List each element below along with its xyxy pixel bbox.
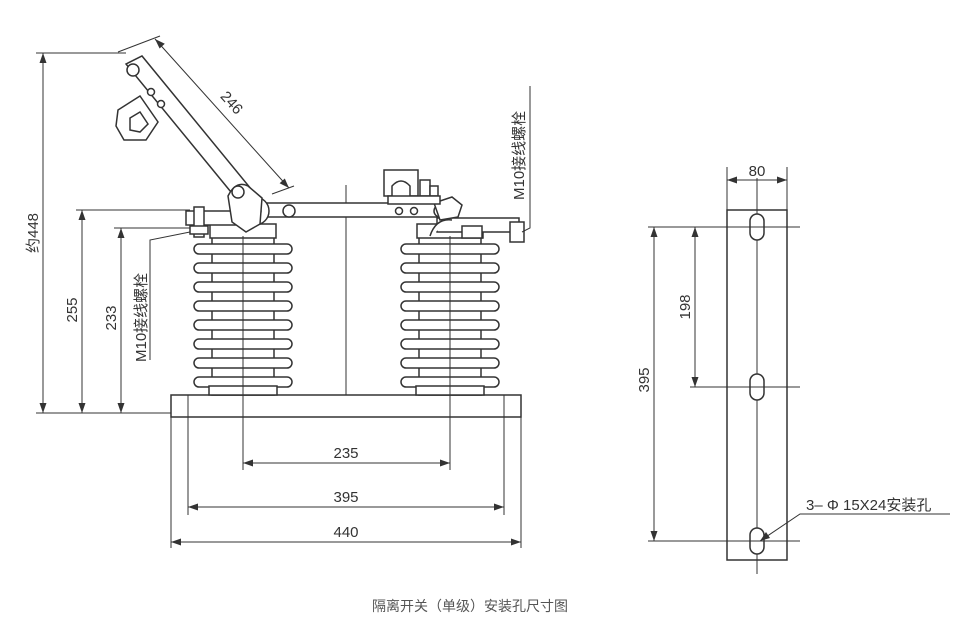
right-terminal: [429, 217, 525, 243]
dim-side-width-text: 80: [749, 163, 766, 180]
dim-insulator-spacing-text: 235: [333, 445, 358, 462]
dim-base-length: 440: [171, 524, 521, 546]
label-terminal-right-text: M10接线螺栓: [511, 111, 528, 200]
dim-overall-height: 约448: [25, 53, 47, 413]
dim-base-hole-spacing-text: 395: [333, 489, 358, 506]
dim-hole-span-text: 395: [636, 367, 653, 392]
front-view: 约448 255 233 M10接线螺栓 M10接线螺栓: [25, 35, 531, 548]
dim-base-to-terminal: 233: [103, 228, 125, 413]
dim-insulator-spacing: 235: [243, 445, 450, 467]
contact-clip: [383, 169, 441, 205]
base-plate: [170, 394, 522, 418]
figure-caption: 隔离开关（单级）安装孔尺寸图: [372, 598, 568, 615]
dim-base-to-terminal-text: 233: [103, 305, 120, 330]
dim-hole-pitch: 198: [677, 227, 699, 387]
dim-base-to-contact-text: 255: [64, 297, 81, 322]
dim-hole-pitch-text: 198: [677, 294, 694, 319]
label-holes: 3– Φ 15X24安装孔: [759, 497, 950, 542]
label-terminal-left: M10接线螺栓: [133, 231, 191, 362]
dim-base-hole-spacing: 395: [188, 489, 504, 511]
switch-blade: [115, 55, 270, 233]
dim-base-to-contact: 255: [64, 210, 86, 413]
label-holes-text: 3– Φ 15X24安装孔: [806, 497, 931, 514]
dim-overall-height-text: 约448: [25, 213, 42, 253]
label-terminal-left-text: M10接线螺栓: [133, 273, 150, 362]
dim-hole-span: 395: [636, 227, 658, 541]
dim-side-width: 80: [727, 163, 787, 184]
side-view: 80 198 395 3– Φ 15X24安装孔: [636, 163, 950, 574]
dim-base-length-text: 440: [333, 524, 358, 541]
linkage-rod: [255, 196, 463, 221]
dim-blade-length-text: 246: [217, 88, 246, 118]
label-terminal-right: M10接线螺栓: [511, 86, 531, 233]
